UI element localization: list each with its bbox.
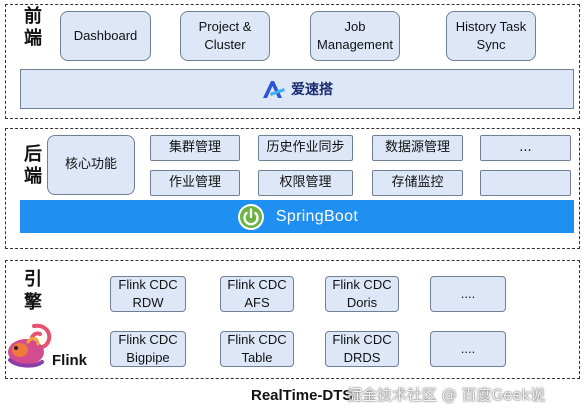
diagram-caption: RealTime-DTS <box>251 387 353 404</box>
flink-cdc-box: .... <box>430 276 506 312</box>
backend-feature-box-empty <box>480 170 571 196</box>
backend-feature-box: 集群管理 <box>150 135 240 161</box>
history-task-sync-label: History Task Sync <box>455 19 527 52</box>
flink-cdc-box: Flink CDC AFS <box>220 276 294 312</box>
flink-cdc-label: Flink CDC AFS <box>227 277 287 310</box>
flink-label: Flink <box>52 352 88 369</box>
backend-feature-box: 数据源管理 <box>372 135 463 161</box>
backend-feature-label: 权限管理 <box>279 175 332 190</box>
dashboard-box: Dashboard <box>60 11 151 61</box>
flink-cdc-label: Flink CDC Bigpipe <box>118 332 178 365</box>
backend-feature-box: 历史作业同步 <box>258 135 353 161</box>
flink-cdc-label: Flink CDC Table <box>227 332 287 365</box>
aisuda-platform-name: 爱速搭 <box>291 82 333 98</box>
history-task-sync-box: History Task Sync <box>446 11 536 61</box>
flink-cdc-label: Flink CDC RDW <box>118 277 178 310</box>
aisuda-logo-icon <box>263 81 285 98</box>
flink-cdc-box: Flink CDC RDW <box>110 276 186 312</box>
flink-cdc-label: .... <box>460 341 476 356</box>
watermark: 掘金技术社区 @ 百度Geek说 <box>347 386 546 404</box>
job-management-label: Job Management <box>317 19 393 52</box>
backend-feature-box: 作业管理 <box>150 170 240 196</box>
springboot-power-icon <box>237 203 264 230</box>
engine-label-char-1: 引 <box>24 269 42 290</box>
backend-feature-label: 历史作业同步 <box>266 140 345 155</box>
frontend-label-char-2: 端 <box>24 28 42 49</box>
core-function-label: 核心功能 <box>64 157 117 172</box>
backend-section <box>5 128 580 249</box>
flink-cdc-box: Flink CDC Doris <box>325 276 399 312</box>
dashboard-label: Dashboard <box>73 28 138 43</box>
backend-feature-label: ... <box>519 140 532 155</box>
flink-cdc-box: Flink CDC Bigpipe <box>110 331 186 367</box>
engine-section <box>5 260 580 379</box>
flink-cdc-box: Flink CDC Table <box>220 331 294 367</box>
backend-feature-box: 存储监控 <box>372 170 463 196</box>
aisuda-platform-bar: 爱速搭 <box>20 69 574 109</box>
frontend-section <box>5 4 580 119</box>
job-management-box: Job Management <box>310 11 400 61</box>
flink-cdc-box: Flink CDC DRDS <box>325 331 399 367</box>
core-function-box: 核心功能 <box>47 135 135 195</box>
frontend-label-char-1: 前 <box>24 6 42 27</box>
springboot-bar: SpringBoot <box>20 200 574 233</box>
backend-feature-box: 权限管理 <box>258 170 353 196</box>
backend-feature-label: 作业管理 <box>168 175 221 190</box>
flink-cdc-label: .... <box>460 286 476 301</box>
backend-feature-label: 数据源管理 <box>384 140 450 155</box>
engine-label-char-2: 擎 <box>24 292 42 313</box>
project-cluster-box: Project & Cluster <box>180 11 270 61</box>
backend-label-char-1: 后 <box>24 144 42 165</box>
springboot-label: SpringBoot <box>275 207 359 225</box>
backend-feature-label: 存储监控 <box>391 175 444 190</box>
flink-squirrel-icon <box>8 323 52 368</box>
flink-cdc-label: Flink CDC DRDS <box>332 332 392 365</box>
flink-cdc-box: .... <box>430 331 506 367</box>
backend-feature-box: ... <box>480 135 571 161</box>
project-cluster-label: Project & Cluster <box>198 19 252 52</box>
flink-cdc-label: Flink CDC Doris <box>332 277 392 310</box>
backend-feature-label: 集群管理 <box>168 140 221 155</box>
backend-label-char-2: 端 <box>24 166 42 187</box>
